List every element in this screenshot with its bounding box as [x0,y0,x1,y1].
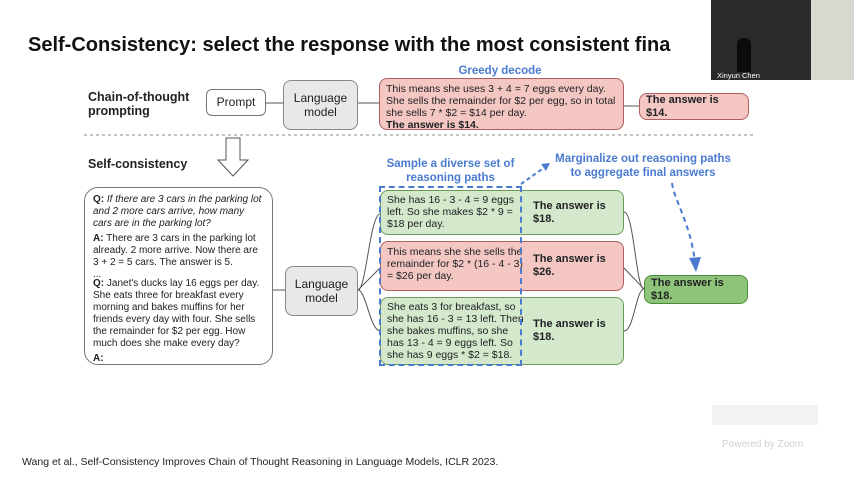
sampled-paths-highlight [379,186,522,366]
path-1-answer: The answer is $18. [533,199,606,225]
path-2-answer: The answer is $26. [533,253,606,278]
reasoning-path-3: She eats 3 for breakfast, so she has 16 … [380,297,624,365]
powered-by-zoom: Powered by Zoom [722,439,804,450]
participant-video[interactable] [711,0,854,80]
language-model-bottom: Language model [285,266,358,316]
language-model-top: Language model [283,80,358,130]
toolbar-strip [712,405,818,425]
slide-title: Self-Consistency: select the response wi… [28,34,671,56]
reasoning-path-2: This means she she sells the remainder f… [380,241,624,291]
citation: Wang et al., Self-Consistency Improves C… [22,456,499,468]
a2-label: A: [93,353,104,364]
path-3-answer: The answer is $18. [533,318,606,343]
path-3-text: She eats 3 for breakfast, so she has 16 … [387,301,524,361]
video-background-light [811,0,854,80]
q2-text: Janet's ducks lay 16 eggs per day. She e… [93,278,260,349]
prompt-box: Prompt [206,89,266,116]
greedy-reasoning-text: This means she uses 3 + 4 = 7 eggs every… [386,83,616,119]
greedy-decode-label: Greedy decode [458,65,542,77]
participant-silhouette [737,38,751,72]
path-1-text: She has 16 - 3 - 4 = 9 eggs left. So she… [387,194,514,230]
participant-name: Xinyun Chen [717,71,760,80]
a1-label: A: [93,233,104,244]
few-shot-prompt-box: Q: If there are 3 cars in the parking lo… [84,187,273,365]
cot-label: Chain-of-thought prompting [88,90,190,118]
path-2-text: This means she she sells the remainder f… [387,246,523,282]
reasoning-path-1: She has 16 - 3 - 4 = 9 eggs left. So she… [380,190,624,235]
self-consistency-label: Self-consistency [88,157,188,171]
greedy-reasoning-box: This means she uses 3 + 4 = 7 eggs every… [379,78,624,131]
greedy-answer-box: The answer is $14. [639,93,749,120]
q2-label: Q: [93,278,105,289]
greedy-answer-inline: The answer is $14. [386,119,479,131]
a1-text: There are 3 cars in the parking lot alre… [93,233,258,268]
sample-paths-label: Sample a diverse set of reasoning paths [386,158,515,184]
marginalize-label: Marginalize out reasoning paths to aggre… [555,153,731,179]
ellipsis: ... [93,269,102,280]
final-answer-box: The answer is $18. [644,275,748,304]
q1-label: Q: [93,194,105,205]
q1-text: If there are 3 cars in the parking lot a… [93,194,262,229]
